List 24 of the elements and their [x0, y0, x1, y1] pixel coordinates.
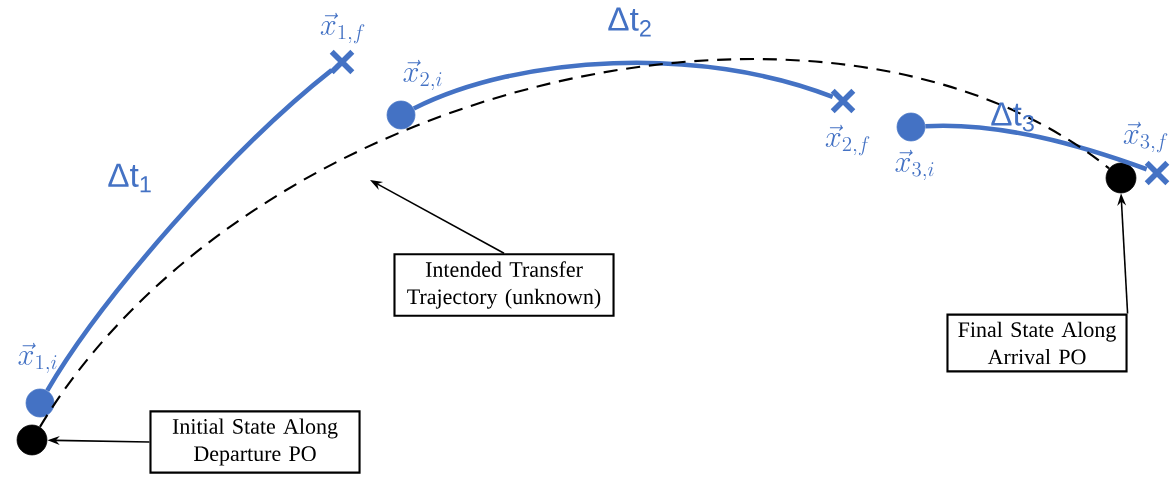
trajectory-segment [45, 68, 334, 392]
note-box: Final State Along Arrival PO [946, 313, 1128, 373]
edge-label: Δt$_{3}$ [991, 102, 1034, 132]
trajectory-arc [39, 58, 1110, 428]
state-label: $\vec{x}_{1,i}$ [18, 342, 57, 374]
trajectory-segment [412, 60, 834, 111]
state-circle [386, 100, 416, 130]
cross-marker [829, 87, 857, 115]
trajectory-segment [925, 123, 1148, 172]
state-label: $\vec{x}_{1,f}$ [320, 12, 365, 44]
cross-marker [1143, 159, 1171, 187]
state-label: $\vec{x}_{2,i}$ [403, 59, 442, 91]
state-circle [25, 388, 55, 418]
state-circle [896, 112, 926, 142]
cross-marker [328, 48, 356, 76]
state-dot [1105, 162, 1137, 194]
edge-label: Δt$_{2}$ [608, 7, 651, 37]
note-box: Initial State Along Departure PO [149, 410, 361, 474]
edge-label: Δt$_{1}$ [108, 163, 151, 193]
state-label: $\vec{x}_{3,f}$ [1123, 121, 1168, 153]
note-box: Intended Transfer Trajectory (unknown) [393, 253, 615, 317]
state-label: $\vec{x}_{2,f}$ [825, 124, 870, 156]
state-dot [16, 424, 48, 456]
state-label: $\vec{x}_{3,i}$ [895, 149, 934, 181]
